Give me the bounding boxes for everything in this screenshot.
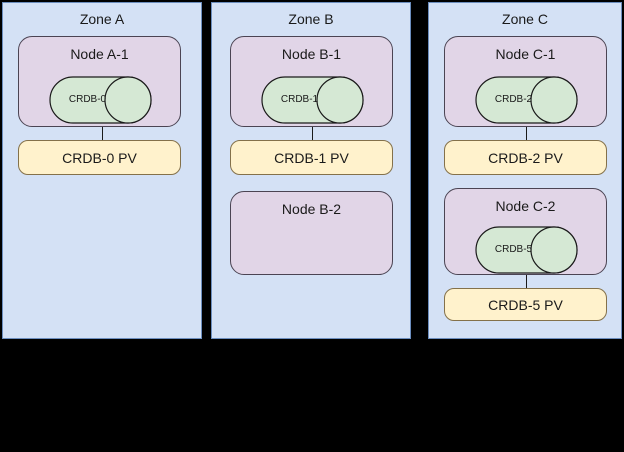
node-title-b-1: Node B-1 <box>281 46 342 62</box>
node-box-b-1: Node B-1 CRDB-1 <box>230 36 393 127</box>
node-title-c-2: Node C-2 <box>495 198 556 214</box>
database-cylinder-crdb-1: CRDB-1 <box>261 76 364 124</box>
connector-node-a-1-to-pv <box>102 127 103 140</box>
pv-label-crdb-1: CRDB-1 PV <box>274 149 349 166</box>
connector-node-c-2-to-pv <box>526 275 527 288</box>
pv-label-crdb-2: CRDB-2 PV <box>488 149 563 166</box>
pv-label-crdb-5: CRDB-5 PV <box>488 296 563 313</box>
node-box-c-2: Node C-2 CRDB-5 <box>444 188 607 275</box>
pv-box-crdb-0: CRDB-0 PV <box>18 140 181 175</box>
node-box-a-1: Node A-1 CRDB-0 <box>18 36 181 127</box>
pv-box-crdb-1: CRDB-1 PV <box>230 140 393 175</box>
node-title-c-1: Node C-1 <box>495 46 556 62</box>
connector-node-b-1-to-pv <box>312 127 313 140</box>
node-title-b-2: Node B-2 <box>281 201 342 217</box>
node-box-b-2: Node B-2 <box>230 191 393 275</box>
connector-node-c-1-to-pv <box>526 127 527 140</box>
pv-box-crdb-2: CRDB-2 PV <box>444 140 607 175</box>
pv-box-crdb-5: CRDB-5 PV <box>444 288 607 321</box>
zone-container-c: Zone C Node C-1 CRDB-2 CRDB-2 PV Node C-… <box>428 2 622 339</box>
zone-title-a: Zone A <box>79 11 125 27</box>
pv-label-crdb-0: CRDB-0 PV <box>62 149 137 166</box>
database-cylinder-crdb-0: CRDB-0 <box>49 76 152 124</box>
zone-title-c: Zone C <box>502 11 548 27</box>
zone-title-b: Zone B <box>288 11 334 27</box>
database-cylinder-crdb-5: CRDB-5 <box>475 226 578 274</box>
database-cylinder-crdb-2: CRDB-2 <box>475 76 578 124</box>
zone-container-a: Zone A Node A-1 CRDB-0 CRDB-0 PV <box>2 2 202 339</box>
zone-container-b: Zone B Node B-1 CRDB-1 CRDB-1 PV Node B-… <box>211 2 411 339</box>
node-title-a-1: Node A-1 <box>70 46 129 62</box>
node-box-c-1: Node C-1 CRDB-2 <box>444 36 607 127</box>
